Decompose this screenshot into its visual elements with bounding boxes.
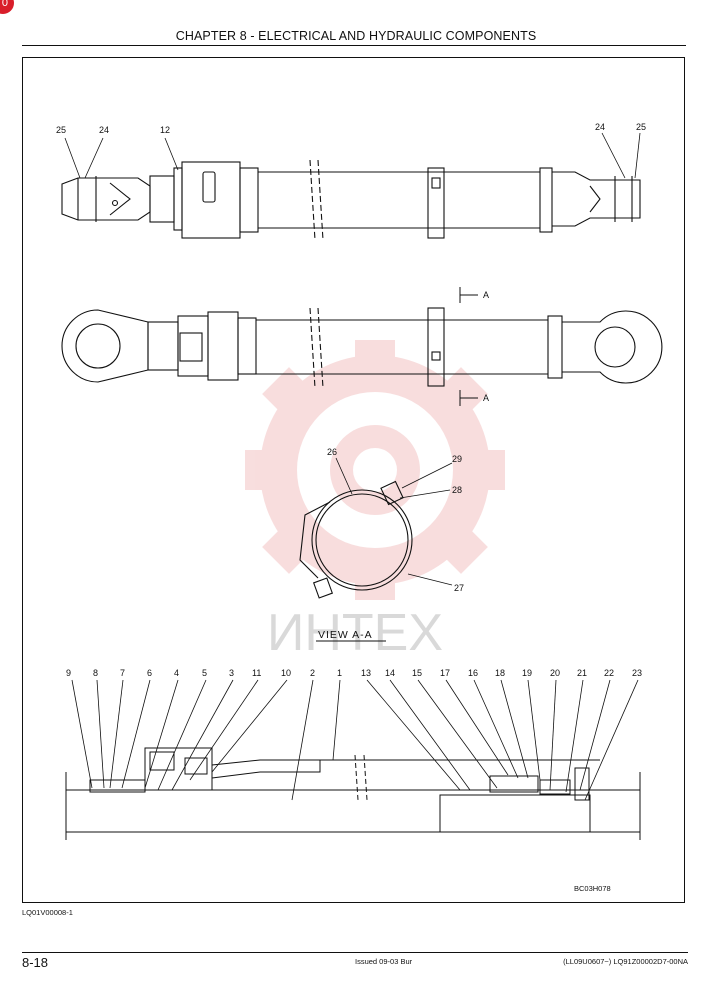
watermark-text: ИНТЕХ (267, 604, 443, 662)
leader-lines (64, 132, 641, 801)
callout-1: 1 (337, 668, 342, 678)
callout-15: 15 (412, 668, 422, 678)
view-a-a-drawing (299, 480, 413, 599)
corner-badge: 0 (0, 0, 14, 14)
issued-date: Issued 09-03 Bur (355, 957, 413, 966)
figure-code: BC03H078 (574, 884, 611, 893)
callout-22: 22 (604, 668, 614, 678)
callout-top-25-right: 25 (636, 122, 646, 132)
callout-26: 26 (327, 447, 337, 457)
callout-20: 20 (550, 668, 560, 678)
cylinder-top-view (61, 159, 641, 241)
callout-28: 28 (452, 485, 462, 495)
section-marker-label-top: A (483, 290, 489, 300)
callout-16: 16 (468, 668, 478, 678)
callout-5: 5 (202, 668, 207, 678)
callout-top-12: 12 (160, 125, 170, 135)
section-marker-label-bottom: A (483, 393, 489, 403)
page-number: 8-18 (22, 955, 49, 970)
callout-top-24-left: 24 (99, 125, 109, 135)
callout-top-24-right: 24 (595, 122, 605, 132)
callout-3: 3 (229, 668, 234, 678)
callout-13: 13 (361, 668, 371, 678)
callout-2: 2 (310, 668, 315, 678)
reference-code: LQ01V00008-1 (22, 908, 73, 917)
callout-18: 18 (495, 668, 505, 678)
callout-10: 10 (281, 668, 291, 678)
callout-8: 8 (93, 668, 98, 678)
callout-7: 7 (120, 668, 125, 678)
section-marker (459, 287, 478, 406)
callout-19: 19 (522, 668, 532, 678)
figure-frame (22, 57, 685, 903)
callout-23: 23 (632, 668, 642, 678)
callout-14: 14 (385, 668, 395, 678)
callout-21: 21 (577, 668, 587, 678)
callout-9: 9 (66, 668, 71, 678)
callout-11: 11 (252, 668, 261, 678)
callout-top-25-left: 25 (56, 125, 66, 135)
header-rule (22, 45, 686, 46)
page-header-title: CHAPTER 8 - ELECTRICAL AND HYDRAULIC COM… (175, 29, 537, 43)
callout-27: 27 (454, 583, 464, 593)
cylinder-side-view (61, 307, 663, 389)
callout-17: 17 (440, 668, 450, 678)
cylinder-cutaway (65, 747, 641, 840)
watermark-logo (245, 340, 505, 600)
callout-6: 6 (147, 668, 152, 678)
callout-29: 29 (452, 454, 462, 464)
callout-4: 4 (174, 668, 179, 678)
document-code: (LL09U0607~) LQ91Z00002D7-00NA (563, 957, 688, 966)
footer-rule (22, 952, 688, 953)
view-a-a-label: VIEW A-A (318, 629, 373, 641)
